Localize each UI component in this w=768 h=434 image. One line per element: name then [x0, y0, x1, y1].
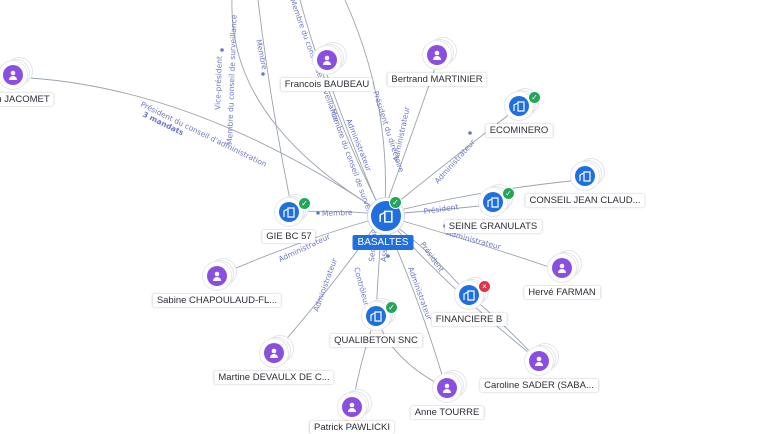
person-icon [433, 50, 441, 60]
edge-label: Président [423, 202, 459, 216]
person-icon [348, 402, 356, 412]
edge-label: Membre [322, 208, 353, 218]
building-icon [283, 207, 295, 218]
person-icon [9, 70, 17, 80]
node-label: Anne TOURRE [410, 406, 484, 419]
edge-label: Vice-président [213, 56, 224, 110]
building-icon [463, 290, 475, 301]
node-label: CONSEIL JEAN CLAUD... [525, 194, 645, 207]
edge-top-1 [231, 0, 379, 211]
person-icon [213, 271, 221, 281]
verified-check-icon: ✓ [385, 301, 398, 314]
edge-arrow [316, 211, 320, 215]
edge-label: Contrôleur [352, 266, 371, 307]
edge-sader-2 [469, 295, 539, 361]
node-label: FINANCIERE B [431, 313, 507, 326]
node-label: Sabine CHAPOULAUD-FL... [152, 294, 282, 307]
edge-top-3 [299, 0, 381, 209]
building-icon [579, 171, 591, 182]
node-label: GIE BC 57 [262, 230, 316, 243]
node-label: Hervé FARMAN [524, 286, 600, 299]
edge-label: Membre [254, 39, 269, 71]
closed-x-icon: × [478, 280, 491, 293]
person-icon [323, 55, 331, 65]
edge-top-2 [257, 0, 291, 201]
building-icon [513, 101, 525, 112]
verified-check-icon: ✓ [528, 91, 541, 104]
building-icon [487, 197, 499, 208]
edge-label: Administrateur [311, 256, 339, 312]
edge-label: Administrateur [406, 266, 434, 322]
center-label: BASALTES [352, 235, 414, 250]
node-label: Bertrand MARTINIER [387, 73, 487, 86]
edge-arrow [386, 254, 390, 258]
node-label: Martine DEVAULX DE C... [214, 371, 334, 384]
edge-ecominero [387, 109, 516, 211]
person-icon [558, 263, 566, 273]
edge-top-4 [344, 0, 386, 206]
person-icon [270, 348, 278, 358]
node-label: Francois BAUBEAU [280, 78, 374, 91]
edge-label: Administrateur [433, 137, 478, 185]
node-label: ECOMINERO [485, 124, 553, 137]
verified-check-icon: ✓ [298, 197, 311, 210]
person-icon [443, 383, 451, 393]
person-icon [535, 356, 543, 366]
building-icon [379, 210, 393, 223]
node-label: QUALIBETON SNC [330, 334, 422, 347]
edge-tourre-2 [375, 315, 447, 389]
verified-check-icon: ✓ [502, 187, 515, 200]
edge-arrow [261, 72, 265, 76]
node-label: n JACOMET [0, 93, 54, 106]
building-icon [370, 311, 382, 322]
edge-arrow [468, 131, 472, 135]
edge-sabine [219, 217, 379, 276]
edge-farman [391, 217, 559, 271]
verified-check-icon: ✓ [389, 196, 402, 209]
edge-label: Président du conseil d'administration [139, 100, 268, 169]
node-label: Patrick PAWLICKI [309, 421, 395, 434]
edge-jacomet [29, 77, 381, 213]
node-label: SEINE GRANULATS [444, 220, 542, 233]
node-label: Caroline SADER (SABA... [480, 379, 598, 392]
edge-label: Membre du conseil de surveillance [225, 14, 239, 145]
edge-arrow [220, 48, 224, 52]
